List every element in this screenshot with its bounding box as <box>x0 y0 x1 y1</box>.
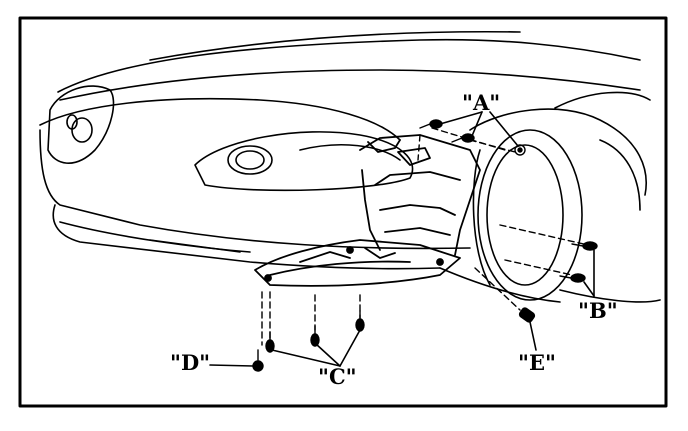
callout-b: "B" <box>578 298 618 323</box>
bolt-a3 <box>514 144 526 156</box>
car-body <box>39 30 661 303</box>
leader-lines <box>209 111 595 367</box>
bolt-a1 <box>419 119 443 129</box>
bolt-a2 <box>451 133 475 143</box>
clip-c2 <box>355 310 365 332</box>
fasteners <box>252 119 598 372</box>
bolt-b2 <box>559 273 586 283</box>
callout-c: "C" <box>318 364 357 389</box>
screw-d <box>252 349 264 372</box>
bolt-b1 <box>571 241 598 251</box>
bolt-e <box>518 307 536 323</box>
clip-c1 <box>310 325 320 347</box>
callout-d: "D" <box>170 350 211 375</box>
splash-shield <box>254 134 481 287</box>
diagram-frame <box>18 16 668 408</box>
callout-a: "A" <box>462 90 501 115</box>
clip-c3 <box>265 331 275 353</box>
callout-e: "E" <box>518 350 556 375</box>
